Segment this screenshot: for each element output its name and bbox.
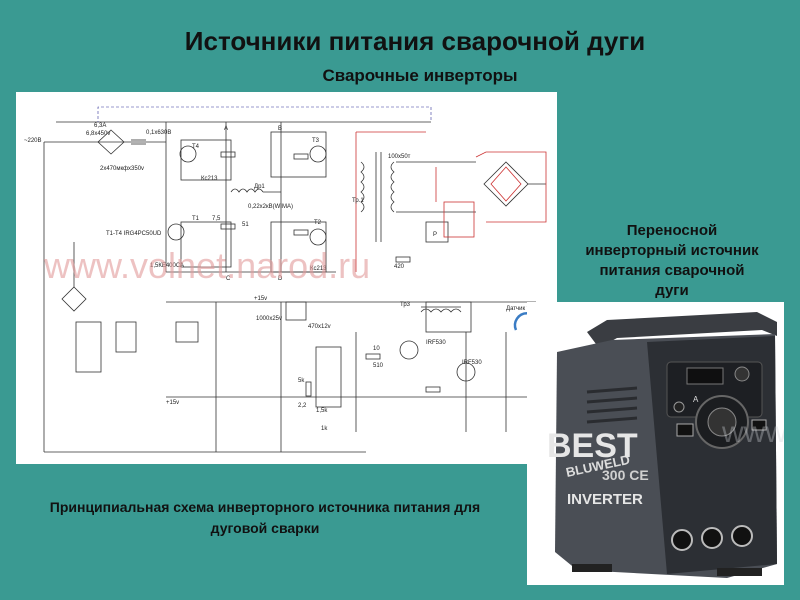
page-title: Источники питания сварочной дуги [184, 26, 646, 56]
label-fuse: 6,3А [94, 123, 106, 129]
dial-label-a: A [693, 395, 699, 404]
side-caption: Переносной инверторный источник питания … [585, 222, 759, 299]
label-res-100x50: 100х50т [388, 154, 411, 160]
label-res-5k: 5k [298, 378, 305, 384]
label-current-sensor: Датчик тока [506, 306, 540, 312]
label-cap-022: 0,22х2кВ(WIMA) [248, 204, 293, 210]
label-mains: ~220В [24, 138, 42, 144]
photo-watermark: www.volnet.narod.ru [721, 416, 784, 449]
label-node-c: С [226, 276, 231, 282]
label-res-7-5: 7,5 [212, 216, 221, 222]
type-label: INVERTER [567, 491, 643, 508]
label-node-b: В [278, 126, 282, 132]
label-res-510: 510 [373, 363, 384, 369]
bottom-caption: Принципиальная схема инверторного источн… [49, 499, 481, 536]
label-res-1-5k: 1,5k [316, 408, 328, 414]
label-t3: Т3 [312, 138, 320, 144]
label-res-1k: 1k [321, 426, 328, 432]
label-cap-2-2: 2,2 [298, 403, 307, 409]
label-res-51: 51 [242, 222, 249, 228]
schematic-drawing: ~220В 6,3А 6,8х450v 2х470мкфх350v Т1-Т4 … [24, 106, 547, 453]
label-tvs: 1,5КЕ400СА [150, 263, 184, 269]
label-tr3: Тр3 [400, 302, 411, 308]
label-res-10: 10 [373, 346, 380, 352]
label-node-d: D [278, 276, 283, 282]
label-res-420: 420 [394, 264, 405, 270]
label-relay-p: Р [433, 232, 437, 238]
label-tr-p: Тр.1 [352, 198, 364, 204]
label-transistors-note: Т1-Т4 IRG4PC50UD [106, 231, 162, 237]
label-cap-01: 0,1х630В [146, 130, 171, 136]
label-irf530-top: IRF530 [426, 340, 446, 346]
label-cap-input: 6,8х450v [86, 131, 110, 137]
label-choke: Др1 [254, 184, 265, 190]
label-cap-main: 2х470мкфх350v [100, 166, 144, 172]
label-cap-1000: 1000х25v [256, 316, 282, 322]
label-t1: Т1 [192, 216, 200, 222]
label-plus15-top: +15v [254, 296, 267, 302]
welder-photo: A BLUWELD BEST 300 CE INVERTER www.volne… [527, 302, 784, 585]
label-kc213-bottom: Кс213 [310, 266, 327, 272]
welder-illustration: A BLUWELD BEST 300 CE INVERTER www.volne… [547, 312, 784, 578]
page-subtitle: Сварочные инверторы [322, 66, 518, 85]
model-number-label: 300 CE [602, 467, 649, 483]
label-node-a: А [224, 126, 228, 132]
label-kc213-top: Кс213 [201, 176, 218, 182]
model-label: BEST [547, 427, 638, 465]
label-cap-470: 470х12v [308, 324, 331, 330]
circuit-schematic: ~220В 6,3А 6,8х450v 2х470мкфх350v Т1-Т4 … [16, 92, 557, 464]
label-plus15-bottom: +15v [166, 400, 179, 406]
label-t2: Т2 [314, 220, 322, 226]
label-t4: Т4 [192, 144, 200, 150]
schematic-watermark: www.volnet.narod.ru [43, 245, 370, 286]
label-irf530-bottom: IRF530 [462, 360, 482, 366]
